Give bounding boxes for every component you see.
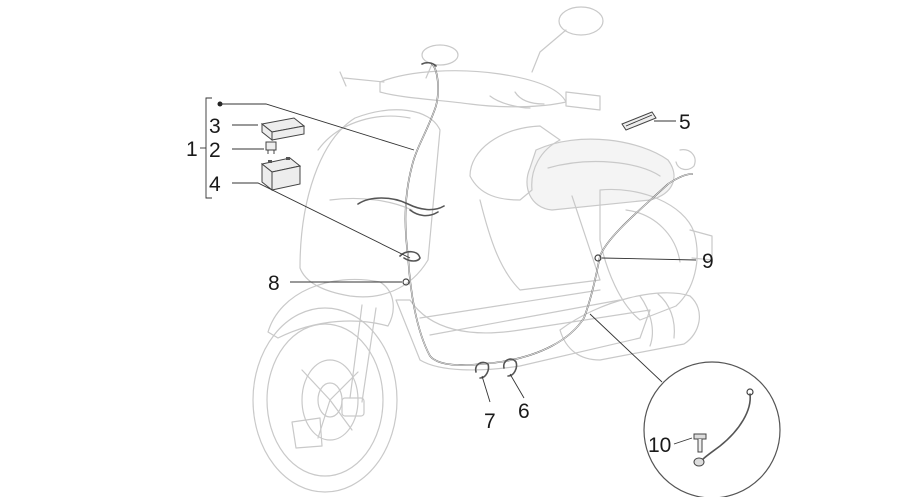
callout-4: 4 [209, 173, 221, 196]
sleeve-part-5 [621, 111, 657, 131]
callout-6: 6 [518, 400, 530, 423]
callout-1: 1 [186, 138, 198, 161]
callout-2: 2 [209, 139, 221, 162]
floorboard [395, 299, 651, 371]
callout-7: 7 [484, 410, 496, 433]
detail-inset [589, 313, 781, 497]
rear-body [469, 125, 561, 201]
handlebar [339, 70, 601, 111]
leader-lines [217, 101, 697, 445]
fuse-part-2 [265, 141, 277, 154]
front-fender [267, 278, 394, 339]
callout-3: 3 [209, 115, 221, 138]
main-wiring-harness [357, 61, 693, 366]
front-body-panel [299, 109, 441, 298]
clip-part-7 [474, 361, 490, 379]
engine-swingarm [559, 292, 700, 361]
callout-10: 10 [648, 434, 671, 457]
battery-part-4 [260, 157, 302, 192]
mirrors [421, 6, 604, 79]
clip-part-6 [502, 358, 518, 377]
front-fork [291, 304, 377, 449]
rear-cowl [599, 188, 698, 321]
battery-assembly [260, 117, 306, 192]
battery-cover-part-3 [260, 117, 306, 142]
callout-5: 5 [679, 111, 691, 134]
callout-9: 9 [702, 250, 714, 273]
screw-part-10 [693, 433, 707, 453]
scooter-ghost-outline [252, 6, 713, 493]
callout-labels: 1 2 3 4 5 6 7 8 9 10 [186, 111, 714, 457]
callout-8: 8 [268, 272, 280, 295]
group-bracket [200, 97, 212, 199]
center-tunnel [479, 195, 601, 291]
